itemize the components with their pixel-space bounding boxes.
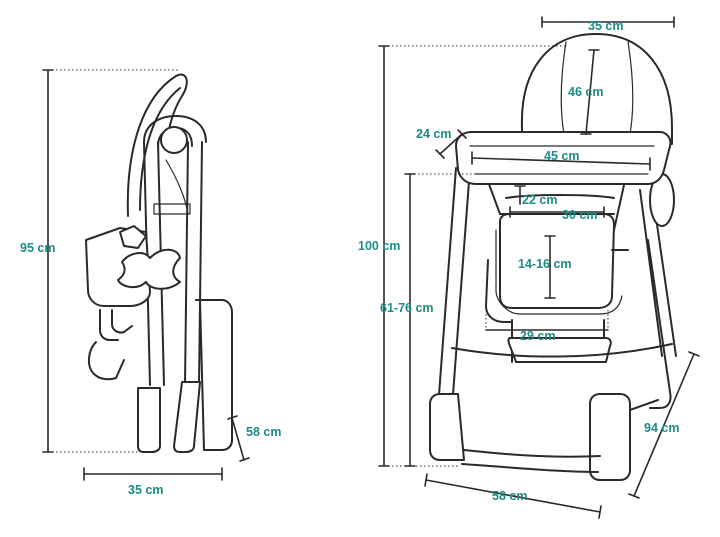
base-width-label: 58 cm <box>492 489 527 503</box>
seat-width-label: 30 cm <box>562 208 597 222</box>
folded-highchair-drawing <box>85 73 233 453</box>
base-depth-label: 94 cm <box>644 421 679 435</box>
backrest-height-label: 46 cm <box>568 85 603 99</box>
seat-height-range-label: 14-16 cm <box>518 257 572 271</box>
tray-width-label: 45 cm <box>544 149 579 163</box>
seat-floor-height-label: 61-76 cm <box>380 301 434 315</box>
folded-dimension-lines <box>42 69 250 481</box>
folded-depth-label: 58 cm <box>246 425 281 439</box>
folded-height-label: 95 cm <box>20 241 55 255</box>
unfolded-dimension-lines <box>378 16 700 519</box>
footrest-width-label: 29 cm <box>520 329 555 343</box>
seat-depth-label: 22 cm <box>522 193 557 207</box>
folded-width-label: 35 cm <box>128 483 163 497</box>
total-height-label: 100 cm <box>358 239 400 253</box>
tray-depth-label: 24 cm <box>416 127 451 141</box>
backrest-width-label: 35 cm <box>588 19 623 33</box>
unfolded-highchair-drawing <box>429 33 677 481</box>
